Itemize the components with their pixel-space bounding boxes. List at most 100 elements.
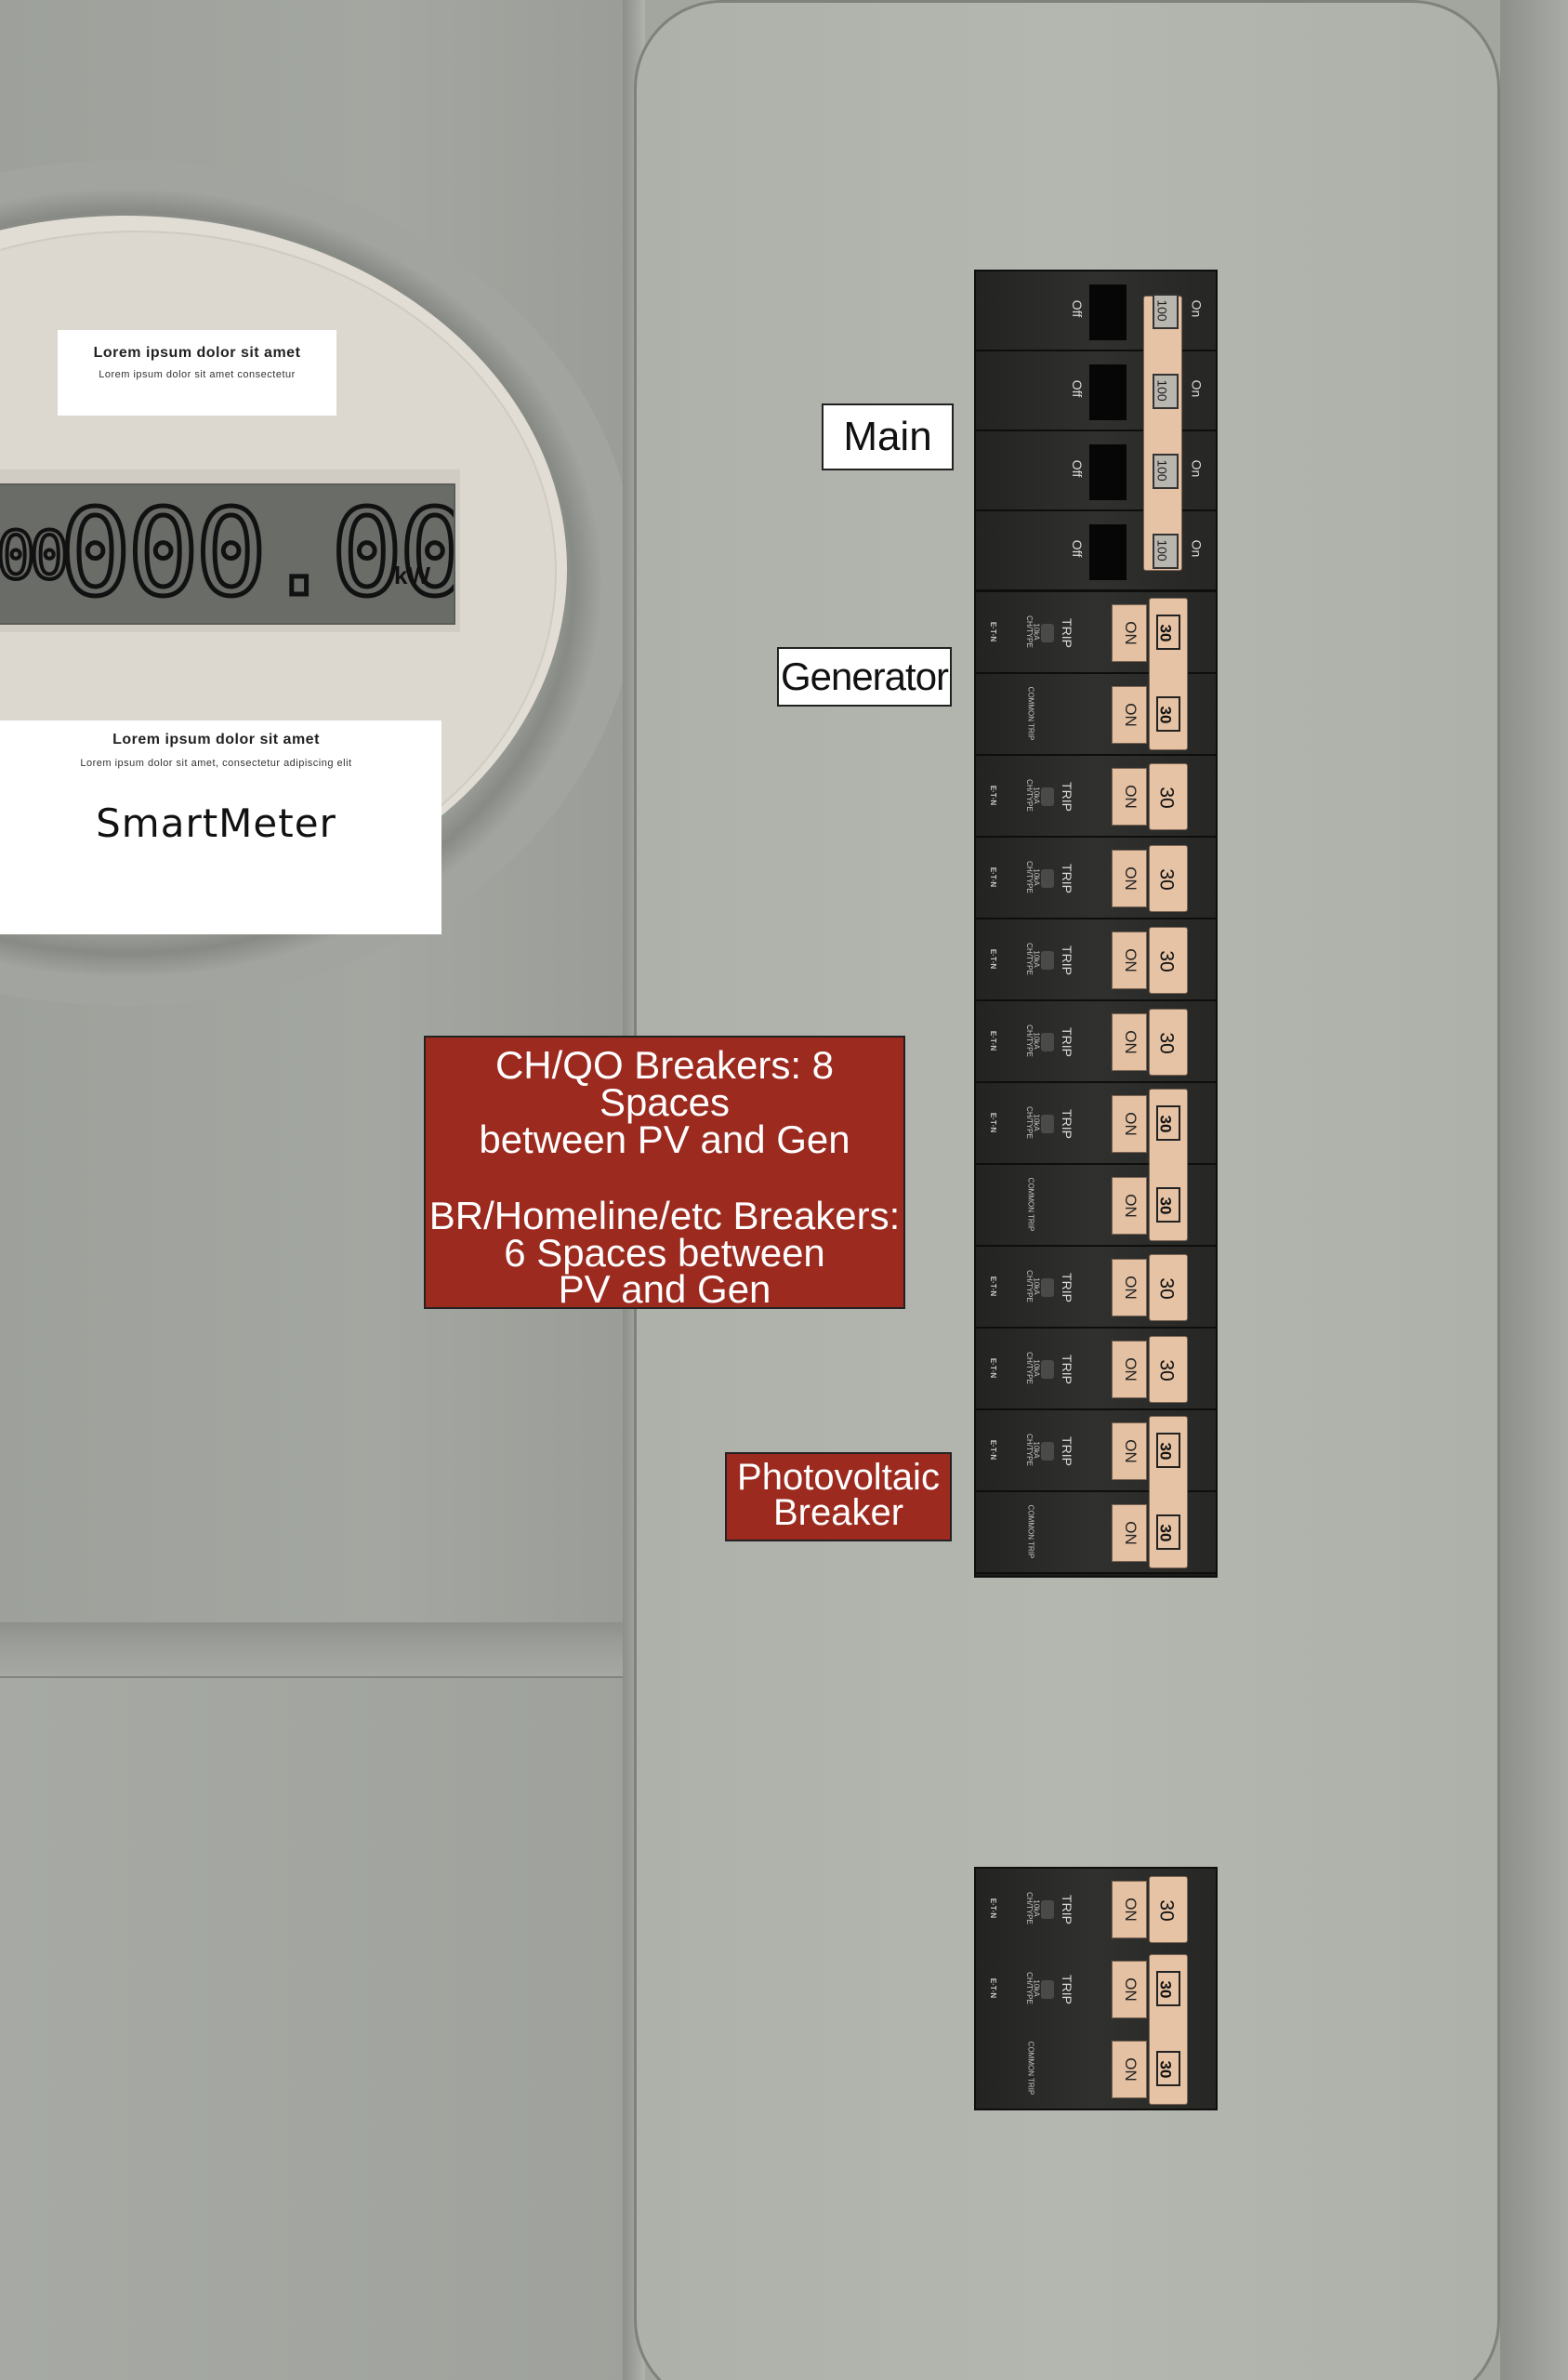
- spacing-note-line5: PV and Gen: [558, 1267, 771, 1312]
- breaker-handle[interactable]: 30: [1149, 763, 1188, 830]
- amp-rating-text: 30: [1156, 1197, 1175, 1215]
- pv-breaker-label-line2: Breaker: [772, 1492, 904, 1533]
- spacing-note-line3: BR/Homeline/etc Breakers:: [428, 1193, 901, 1237]
- amp-rating-box: 30: [1156, 615, 1180, 650]
- breaker-handle[interactable]: 30: [1149, 845, 1188, 912]
- common-trip-label: COMMON TRIP: [1026, 2041, 1035, 2096]
- trip-indicator: [1041, 1115, 1054, 1133]
- trip-label: TRIP: [1059, 618, 1074, 648]
- trip-indicator: [1041, 1278, 1054, 1297]
- on-tab: ON: [1112, 1422, 1147, 1480]
- breaker-rating-text: 10kA: [1032, 868, 1041, 886]
- trip-label: TRIP: [1059, 864, 1074, 893]
- trip-indicator: [1041, 869, 1054, 888]
- breaker-brand-mark: E·T·N: [989, 1897, 998, 1919]
- main-label-text: Main: [843, 414, 932, 459]
- common-trip-label: COMMON TRIP: [1026, 1504, 1035, 1559]
- main-amp-text: 100: [1154, 299, 1170, 322]
- on-label: ON: [1121, 1112, 1140, 1136]
- on-label: ON: [1121, 1521, 1140, 1545]
- breaker-rating-text: 10kA: [1032, 950, 1041, 968]
- breaker-rating-text: 10kA: [1032, 1114, 1041, 1131]
- on-label: ON: [1121, 621, 1140, 645]
- on-tab: ON: [1112, 1341, 1147, 1398]
- breaker-handle[interactable]: 30: [1149, 927, 1188, 994]
- amp-rating-text: 30: [1155, 1032, 1178, 1054]
- breaker-rating-text: 10kA: [1032, 1899, 1041, 1917]
- housing-ledge: [0, 1622, 641, 1679]
- on-label: ON: [1121, 703, 1140, 727]
- breaker-brand-mark: E·T·N: [989, 948, 998, 970]
- panel-right-frame: [1500, 0, 1568, 2380]
- breaker-rating-text: 10kA: [1032, 787, 1041, 804]
- main-amp-text: 100: [1154, 379, 1170, 402]
- generator-label: Generator: [777, 647, 952, 707]
- main-breaker-handle[interactable]: [1143, 296, 1182, 571]
- trip-indicator: [1041, 1900, 1054, 1919]
- amp-rating-box: 30: [1156, 1105, 1180, 1141]
- trip-label: TRIP: [1059, 1109, 1074, 1139]
- on-tab: ON: [1112, 1177, 1147, 1235]
- breaker-brand-mark: E·T·N: [989, 621, 998, 642]
- main-amp-tab: 100: [1153, 374, 1179, 409]
- on-tab: ON: [1112, 1961, 1147, 2018]
- amp-rating-text: 30: [1155, 1359, 1178, 1382]
- on-tab: ON: [1112, 1095, 1147, 1153]
- amp-rating-text: 30: [1156, 1980, 1175, 1999]
- amp-rating-text: 30: [1156, 706, 1175, 724]
- main-off-label: Off: [1070, 379, 1086, 398]
- amp-rating-box: 30: [1156, 1187, 1180, 1223]
- amp-rating-text: 30: [1155, 1277, 1178, 1300]
- on-tab: ON: [1112, 932, 1147, 989]
- breaker-handle[interactable]: 30: [1149, 1254, 1188, 1321]
- meter-label-top: Lorem ipsum dolor sit amet Lorem ipsum d…: [58, 330, 336, 416]
- double-breaker-handle[interactable]: [1149, 1416, 1188, 1568]
- trip-indicator: [1041, 1980, 1054, 1999]
- meter-label-top-line1: Lorem ipsum dolor sit amet: [93, 345, 301, 361]
- main-on-label: On: [1189, 459, 1205, 478]
- main-off-label: Off: [1070, 459, 1086, 478]
- breaker-rating-text: 10kA: [1032, 1979, 1041, 1997]
- spacing-note: CH/QO Breakers: 8 Spaces between PV and …: [424, 1036, 905, 1309]
- housing-lower: [0, 1678, 641, 2380]
- main-breaker-window: [1089, 524, 1127, 580]
- breaker-handle[interactable]: 30: [1149, 1336, 1188, 1403]
- trip-indicator: [1041, 1442, 1054, 1461]
- breaker-brand-mark: E·T·N: [989, 1112, 998, 1133]
- meter-display-small-digits: 00: [0, 517, 71, 595]
- on-label: ON: [1121, 948, 1140, 972]
- on-label: ON: [1121, 1194, 1140, 1218]
- main-on-label: On: [1189, 539, 1205, 558]
- branch-breaker-bank-upper: E·T·NCH/TYPE10kATRIPON30COMMON TRIPON30E…: [974, 590, 1218, 1578]
- amp-rating-text: 30: [1156, 2060, 1175, 2079]
- breaker-handle[interactable]: 30: [1149, 1876, 1188, 1943]
- main-off-label: Off: [1070, 539, 1086, 558]
- trip-indicator: [1041, 1360, 1054, 1379]
- breaker-handle[interactable]: 30: [1149, 1009, 1188, 1076]
- common-trip-label: COMMON TRIP: [1026, 686, 1035, 741]
- amp-rating-text: 30: [1155, 868, 1178, 891]
- pv-breaker-label-line1: Photovoltaic: [737, 1457, 940, 1498]
- on-tab: ON: [1112, 1259, 1147, 1316]
- amp-rating-text: 30: [1155, 1899, 1178, 1922]
- meter-display-digits: 000.000: [57, 484, 454, 623]
- spacing-note-line4: 6 Spaces between: [504, 1230, 825, 1275]
- main-breaker-window: [1089, 364, 1127, 420]
- main-amp-tab: 100: [1153, 294, 1179, 329]
- on-tab: ON: [1112, 604, 1147, 662]
- on-label: ON: [1121, 866, 1140, 891]
- on-label: ON: [1121, 1357, 1140, 1382]
- trip-label: TRIP: [1059, 1027, 1074, 1057]
- meter-brand: SmartMeter: [96, 800, 336, 846]
- main-amp-tab: 100: [1153, 534, 1179, 569]
- on-tab: ON: [1112, 768, 1147, 826]
